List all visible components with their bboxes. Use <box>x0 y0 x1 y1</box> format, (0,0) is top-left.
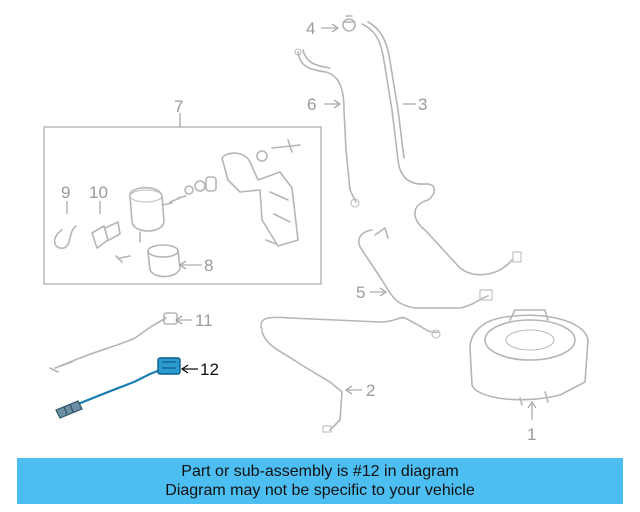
banner-line-part: Part or sub-assembly is #12 in diagram <box>181 463 459 480</box>
part-bolts <box>169 139 301 203</box>
subassembly-7-box <box>43 126 322 285</box>
part-3-hose <box>361 21 522 276</box>
callout-7: 7 <box>174 97 183 116</box>
part-mount-bracket <box>221 152 299 247</box>
callout-12: 12 <box>200 360 219 379</box>
part-4-clamp <box>342 15 356 32</box>
callout-4: 4 <box>306 19 315 38</box>
info-banner: Part or sub-assembly is #12 in diagram D… <box>17 458 623 504</box>
callout-5: 5 <box>356 283 365 302</box>
parts-diagram: 4 3 6 7 8 9 10 5 11 2 1 12 <box>43 15 589 444</box>
callout-10: 10 <box>89 183 108 202</box>
part-9-hose <box>53 225 77 249</box>
callout-8: 8 <box>204 256 213 275</box>
callout-6: 6 <box>307 95 316 114</box>
part-6-hose <box>294 48 360 208</box>
callout-1: 1 <box>527 425 536 444</box>
part-5-hose <box>358 227 493 309</box>
leader-lines <box>66 23 537 420</box>
part-10-bracket <box>91 221 121 249</box>
part-12-oxygen-sensor <box>55 357 181 419</box>
part-1-canister <box>469 309 589 406</box>
part-2-sensor <box>260 316 441 433</box>
callout-2: 2 <box>366 381 375 400</box>
part-8-filter <box>115 244 181 278</box>
part-valve <box>129 186 173 243</box>
callout-11: 11 <box>195 311 213 330</box>
part-11-sensor <box>49 312 178 373</box>
callout-9: 9 <box>61 183 70 202</box>
callout-3: 3 <box>418 95 427 114</box>
banner-line-disclaimer: Diagram may not be specific to your vehi… <box>165 482 475 499</box>
